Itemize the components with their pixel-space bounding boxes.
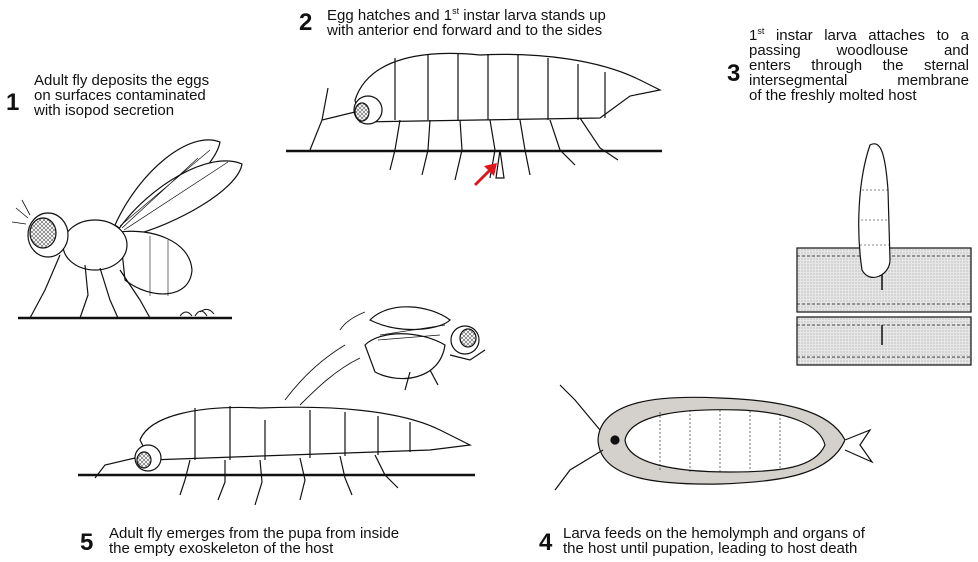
step-1-caption: Adult fly deposits the eggs on surfaces … [34, 73, 209, 118]
step-3-line: intersegmental membrane [749, 73, 969, 88]
step-5-line: Adult fly emerges from the pupa from ins… [109, 526, 399, 541]
step-3-line: enters through the sternal [749, 58, 969, 73]
step-2-line: with anterior end forward and to the sid… [327, 23, 606, 38]
step-3-line: of the freshly molted host [749, 88, 969, 103]
woodlouse-with-larva [286, 53, 662, 186]
step-3-line: 1st instar larva attaches to a [749, 28, 969, 43]
step-5-number: 5 [80, 531, 93, 555]
step-4-line: the host until pupation, leading to host… [563, 541, 865, 556]
adult-fly-depositing-eggs [12, 140, 242, 318]
larva-entering-host-membrane [797, 144, 971, 365]
step-4-number: 4 [539, 531, 552, 555]
step-3-line: passing woodlouse and [749, 43, 969, 58]
step-1-number: 1 [6, 91, 19, 115]
first-instar-larva [496, 150, 504, 178]
step-2-line: Egg hatches and 1st instar larva stands … [327, 8, 606, 23]
step-3-caption: 1st instar larva attaches to a passing w… [749, 28, 969, 103]
step-2-caption: Egg hatches and 1st instar larva stands … [327, 8, 606, 38]
adult-emerging-from-exoskeleton [78, 307, 485, 505]
step-4-caption: Larva feeds on the hemolymph and organs … [563, 526, 865, 556]
red-arrow-indicator [474, 163, 497, 186]
step-2-number: 2 [299, 11, 312, 35]
step-3-number: 3 [727, 62, 740, 86]
step-1-line: Adult fly deposits the eggs [34, 73, 209, 88]
step-5-caption: Adult fly emerges from the pupa from ins… [109, 526, 399, 556]
larva-feeding-inside-host [555, 385, 872, 490]
step-1-line: with isopod secretion [34, 103, 209, 118]
step-4-line: Larva feeds on the hemolymph and organs … [563, 526, 865, 541]
step-1-line: on surfaces contaminated [34, 88, 209, 103]
step-5-line: the empty exoskeleton of the host [109, 541, 399, 556]
